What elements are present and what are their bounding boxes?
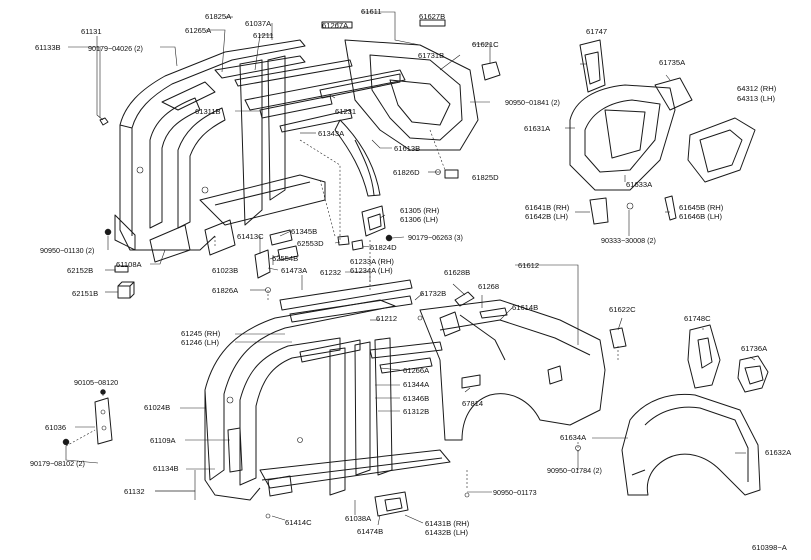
label-61825d: 61825D	[472, 173, 499, 182]
label-61023b: 61023B	[212, 266, 239, 275]
label-61736a: 61736A	[741, 344, 768, 353]
label-90950-01841: 90950−01841 (2)	[505, 98, 560, 107]
label-61024b: 61024B	[144, 403, 171, 412]
label-61232: 61232	[320, 268, 342, 277]
dashed-guide-lines	[65, 129, 619, 490]
label-61132: 61132	[124, 487, 145, 496]
label-61414c: 61414C	[285, 518, 312, 527]
label-61431b: 61431B (RH)	[425, 519, 470, 528]
label-61038a: 61038A	[345, 514, 372, 523]
label-61312b: 61312B	[403, 407, 430, 416]
label-61748c: 61748C	[684, 314, 711, 323]
label-61732b: 61732B	[420, 289, 447, 298]
quarter-outer-panel	[265, 291, 606, 519]
label-61344a: 61344A	[403, 380, 430, 389]
label-61612: 61612	[518, 261, 540, 270]
diagram-id-label: 610398−A	[752, 543, 787, 552]
label-61305: 61305 (RH)	[400, 206, 440, 215]
label-61631a: 61631A	[524, 124, 551, 133]
label-61646b: 61646B (LH)	[679, 212, 723, 221]
label-61133b: 61133B	[35, 43, 61, 52]
label-61108a: 61108A	[116, 260, 142, 269]
label-61731b: 61731B	[418, 51, 445, 60]
label-62554b: 62554B	[272, 254, 299, 263]
label-61611: 61611	[361, 7, 382, 16]
label-64313: 64313 (LH)	[737, 94, 775, 103]
label-90950-01784: 90950−01784 (2)	[547, 466, 602, 475]
label-61627b: 61627B	[419, 12, 446, 21]
label-61233a: 61233A (RH)	[350, 257, 394, 266]
label-90179-06263: 90179−06263 (3)	[408, 233, 463, 242]
label-64312: 64312 (RH)	[737, 84, 777, 93]
label-62152b: 62152B	[67, 266, 94, 275]
label-61231: 61231	[335, 107, 357, 116]
label-61413c: 61413C	[237, 232, 264, 241]
label-61346b: 61346B	[403, 394, 430, 403]
quarter-inner-panel-upper	[321, 19, 501, 197]
label-67814: 67814	[462, 399, 484, 408]
label-61632a: 61632A	[765, 448, 792, 457]
label-90950-01130: 90950−01130 (2)	[40, 246, 95, 255]
label-61826d: 61826D	[393, 168, 420, 177]
label-61267a: 61267A	[322, 21, 349, 30]
label-61211: 61211	[253, 31, 274, 40]
label-61645b: 61645B (RH)	[679, 203, 724, 212]
label-61641b: 61641B (RH)	[525, 203, 570, 212]
label-61432b: 61432B (LH)	[425, 528, 469, 537]
label-61824d: 61824D	[370, 243, 397, 252]
label-61265a: 61265A	[185, 26, 212, 35]
label-61036: 61036	[45, 423, 67, 432]
rear-wheel-housing-lower	[575, 324, 769, 496]
label-61037a: 61037A	[245, 19, 272, 28]
label-61109a: 61109A	[150, 436, 176, 445]
label-61747: 61747	[586, 27, 608, 36]
label-61134b: 61134B	[153, 464, 179, 473]
label-61311b: 61311B	[195, 107, 221, 116]
label-61268: 61268	[478, 282, 500, 291]
label-61621c: 61621C	[472, 40, 499, 49]
label-61474b: 61474B	[357, 527, 384, 536]
label-90950-01173: 90950−01173	[493, 488, 537, 497]
leader-lines	[65, 11, 756, 526]
label-61825a: 61825A	[205, 12, 232, 21]
roof-rail-assembly	[214, 55, 406, 133]
center-brackets	[104, 205, 393, 299]
label-90105-08120: 90105−08120	[74, 378, 119, 387]
label-61613b: 61613B	[394, 144, 421, 153]
label-90333-30008: 90333−30008 (2)	[601, 236, 656, 245]
side-outer-panel-upper	[99, 39, 326, 263]
label-62553d: 62553D	[297, 239, 324, 248]
label-90179-04026: 90179−04026 (2)	[88, 44, 143, 53]
label-61642b: 61642B (LH)	[525, 212, 569, 221]
label-62151b: 62151B	[72, 289, 99, 298]
label-61628b: 61628B	[444, 268, 471, 277]
label-90179-08102: 90179−08102 (2)	[30, 459, 85, 468]
label-61212: 61212	[376, 314, 398, 323]
label-61234a: 61234A (LH)	[350, 266, 393, 275]
label-61345b: 61345B	[291, 227, 318, 236]
label-61735a: 61735A	[659, 58, 686, 67]
label-61622c: 61622C	[609, 305, 636, 314]
label-61826a: 61826A	[212, 286, 239, 295]
label-61246: 61246 (LH)	[181, 338, 219, 347]
label-61131: 61131	[81, 27, 102, 36]
side-outer-panel-lower	[62, 279, 451, 501]
label-61473a: 61473A	[281, 266, 308, 275]
label-61266a: 61266A	[403, 366, 430, 375]
label-61634a: 61634A	[560, 433, 587, 442]
label-61343a: 61343A	[318, 129, 345, 138]
label-61614b: 61614B	[512, 303, 539, 312]
label-61306: 61306 (LH)	[400, 215, 438, 224]
rear-wheel-housing-upper	[569, 39, 756, 225]
label-61633a: 61633A	[626, 180, 653, 189]
label-61245: 61245 (RH)	[181, 329, 221, 338]
